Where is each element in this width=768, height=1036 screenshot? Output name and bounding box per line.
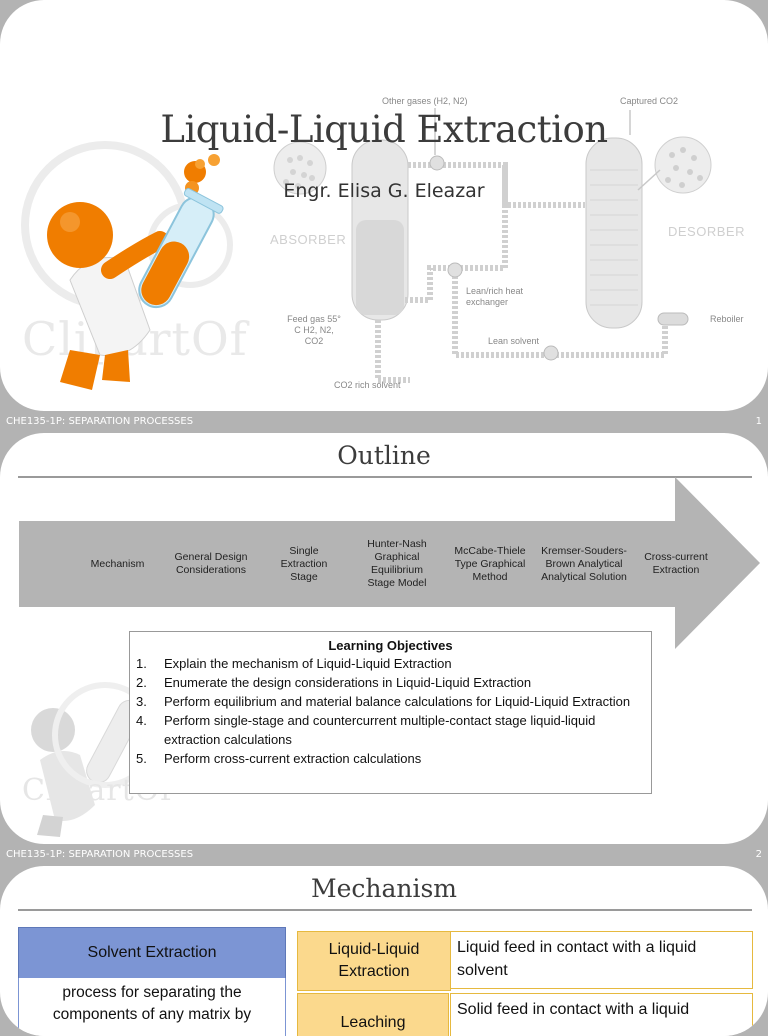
course-label: CHE135-1P: SEPARATION PROCESSES	[6, 416, 194, 427]
objective-item: 2.Enumerate the design considerations in…	[136, 675, 532, 690]
solvent-extraction-definition: process for separating the components of…	[18, 978, 286, 1036]
type-leaching-description: Solid feed in contact with a liquid	[450, 993, 753, 1036]
slide-3: Mechanism Solvent Extraction process for…	[0, 866, 768, 1036]
page-number: 1	[755, 416, 762, 427]
presenter-name: Engr. Elisa G. Eleazar	[283, 180, 485, 202]
objective-item: 1.Explain the mechanism of Liquid-Liquid…	[136, 656, 452, 671]
label-reboiler: Reboiler	[710, 314, 744, 324]
solvent-extraction-header: Solvent Extraction	[18, 927, 286, 979]
co2-capture-diagram	[21, 108, 712, 383]
scientist-mascot-illustration	[47, 154, 224, 390]
objective-item: 4.Perform single-stage and countercurren…	[136, 713, 596, 747]
slide-1-footer: CHE135-1P: SEPARATION PROCESSES 1	[0, 412, 768, 432]
title-divider	[18, 909, 752, 911]
label-desorber: DESORBER	[668, 224, 745, 239]
label-co2-rich: CO2 rich solvent	[334, 380, 401, 390]
slide-title-mechanism: Mechanism	[310, 874, 458, 903]
outline-step-1: Mechanism	[90, 557, 145, 570]
title-divider	[18, 476, 752, 478]
course-label: CHE135-1P: SEPARATION PROCESSES	[6, 849, 194, 860]
label-lean-solvent: Lean solvent	[488, 336, 540, 346]
label-other-gases: Other gases (H2, N2)	[382, 96, 468, 106]
label-feed-gas: Feed gas 55° C H2, N2, CO2	[287, 314, 341, 346]
type-leaching-name: Leaching	[297, 993, 449, 1036]
slide-title-outline: Outline	[337, 441, 431, 470]
slide-1: Other gases (H2, N2) Captured CO2 ABSORB…	[0, 0, 768, 411]
outline-step-3: Single Extraction Stage	[280, 544, 328, 583]
presentation-title: Liquid-Liquid Extraction	[160, 108, 608, 151]
objectives-list: 1.Explain the mechanism of Liquid-Liquid…	[130, 654, 651, 768]
outline-step-4: Hunter-Nash Graphical Equilibrium Stage …	[367, 538, 427, 589]
outline-step-7: Cross-current Extraction	[644, 551, 708, 576]
type-lle-description: Liquid feed in contact with a liquid sol…	[450, 931, 753, 989]
label-absorber: ABSORBER	[270, 232, 347, 247]
objective-item: 3.Perform equilibrium and material balan…	[136, 694, 631, 709]
outline-step-5: McCabe-Thiele Type Graphical Method	[454, 544, 526, 583]
label-captured-co2: Captured CO2	[620, 96, 679, 106]
slide-2: Outline ClipartOf Mechanism General Desi…	[0, 433, 768, 844]
outline-step-2: General Design Considerations	[174, 551, 248, 576]
learning-objectives-box: Learning Objectives 1.Explain the mechan…	[129, 631, 652, 794]
slide-2-footer: CHE135-1P: SEPARATION PROCESSES 2	[0, 845, 768, 865]
learning-objectives-title: Learning Objectives	[328, 638, 453, 653]
outline-arrow-graphic	[19, 477, 760, 649]
type-lle-name: Liquid-Liquid Extraction	[297, 931, 451, 991]
label-heat-exchanger: Lean/rich heat exchanger	[466, 286, 524, 307]
outline-step-6: Kremser-Souders-Brown Analytical Analyti…	[541, 544, 627, 583]
faded-scientist-illustration	[31, 682, 158, 837]
page-number: 2	[755, 849, 762, 860]
objective-item: 5.Perform cross-current extraction calcu…	[136, 751, 422, 766]
